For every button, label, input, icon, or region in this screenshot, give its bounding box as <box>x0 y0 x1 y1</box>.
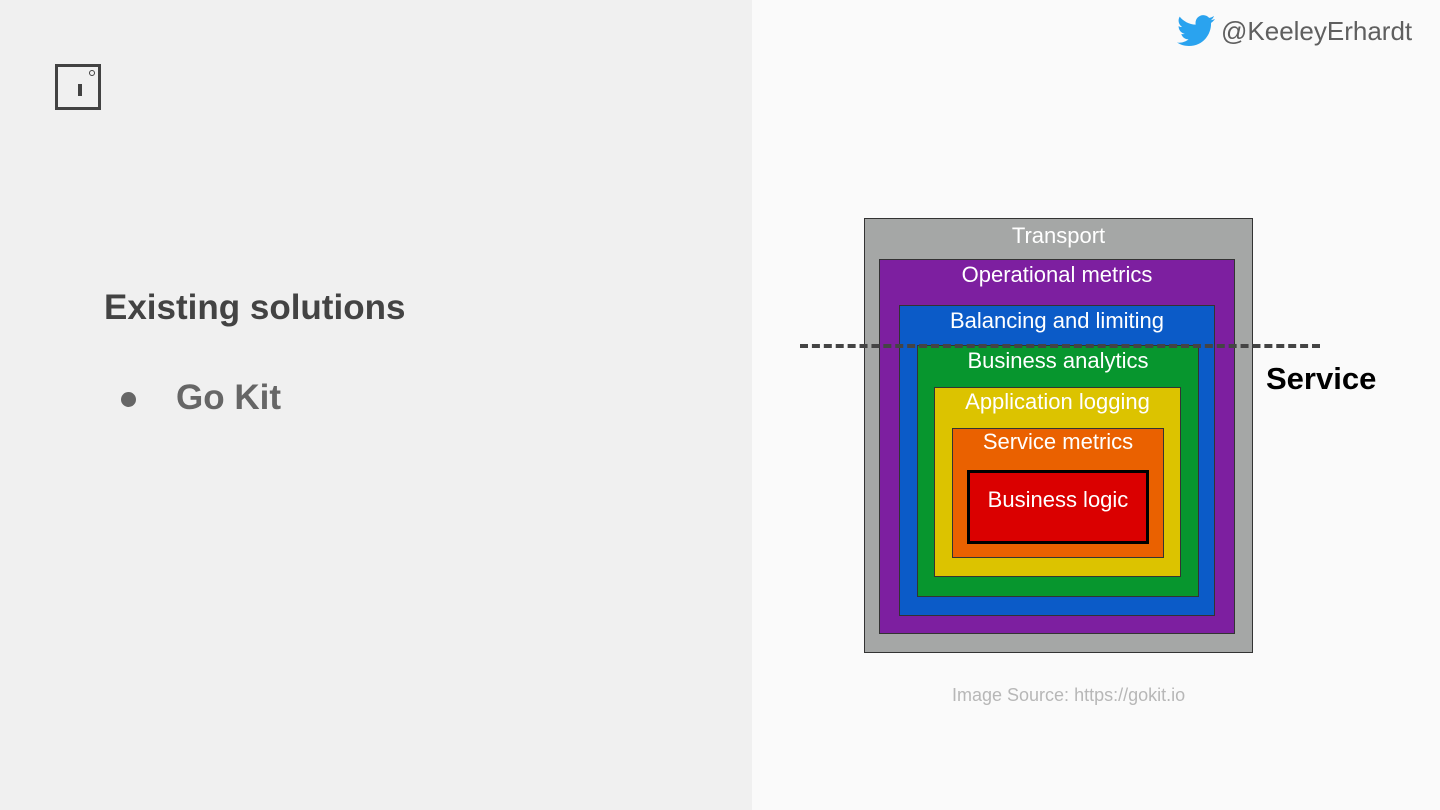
twitter-handle[interactable]: @KeeleyErhardt <box>1221 16 1413 46</box>
layer-label: Business analytics <box>967 348 1149 373</box>
layer-label: Service metrics <box>982 429 1134 454</box>
bullet-item: Go Kit <box>176 378 281 417</box>
slide-title: Existing solutions <box>104 288 406 327</box>
left-panel: Existing solutions Go Kit <box>55 64 406 417</box>
bullet-dot-icon <box>121 392 136 407</box>
service-boundary-line <box>800 344 1320 348</box>
service-boundary-label: Service <box>1266 361 1377 396</box>
layer-label: Transport <box>1011 223 1106 248</box>
twitter-bird-icon <box>1177 15 1215 47</box>
layer-business-logic: Business logic <box>967 470 1149 544</box>
logo-bar <box>78 84 82 96</box>
image-source-caption: Image Source: https://gokit.io <box>952 685 1186 705</box>
layer-label: Business logic <box>987 487 1129 512</box>
layer-label: Application logging <box>965 389 1150 414</box>
layer-label: Operational metrics <box>961 262 1153 287</box>
logo-dot <box>89 70 95 76</box>
brand-logo-icon <box>55 64 101 110</box>
layer-label: Balancing and limiting <box>949 308 1165 333</box>
